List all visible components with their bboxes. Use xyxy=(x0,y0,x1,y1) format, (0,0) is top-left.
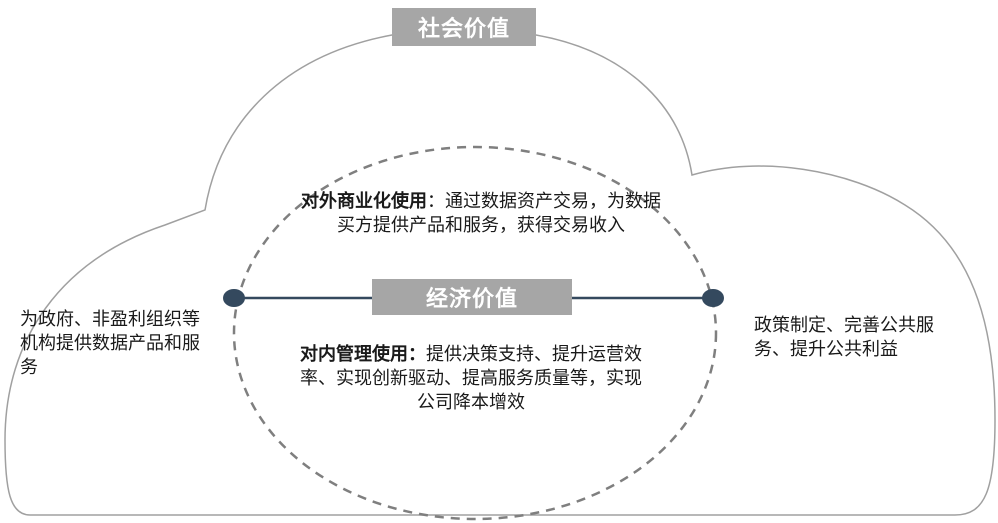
external-use-text: 对外商业化使用：通过数据资产交易，为数据买方提供产品和服务，获得交易收入 xyxy=(296,190,666,238)
external-use-heading: 对外商业化使用 xyxy=(301,191,427,212)
social-value-cloud xyxy=(4,34,996,516)
left-social-text: 为政府、非盈利组织等机构提供数据产品和服务 xyxy=(20,309,200,378)
right-social-text: 政策制定、完善公共服务、提升公共利益 xyxy=(754,315,934,360)
internal-use-heading: 对内管理使用： xyxy=(300,344,426,365)
axis-node-right xyxy=(702,289,724,307)
internal-use-body: 提供决策支持、提升运营效率、实现创新驱动、提高服务质量等，实现公司降本增效 xyxy=(300,344,642,413)
internal-use-text: 对内管理使用：提供决策支持、提升运营效率、实现创新驱动、提高服务质量等，实现公司… xyxy=(296,343,646,415)
axis-node-left xyxy=(223,289,245,307)
economic-value-dashed-ellipse xyxy=(232,145,718,521)
economic-value-label: 经济价值 xyxy=(372,279,572,315)
external-use-body: ：通过数据资产交易，为数据买方提供产品和服务，获得交易收入 xyxy=(337,191,661,236)
social-value-label: 社会价值 xyxy=(392,8,536,46)
